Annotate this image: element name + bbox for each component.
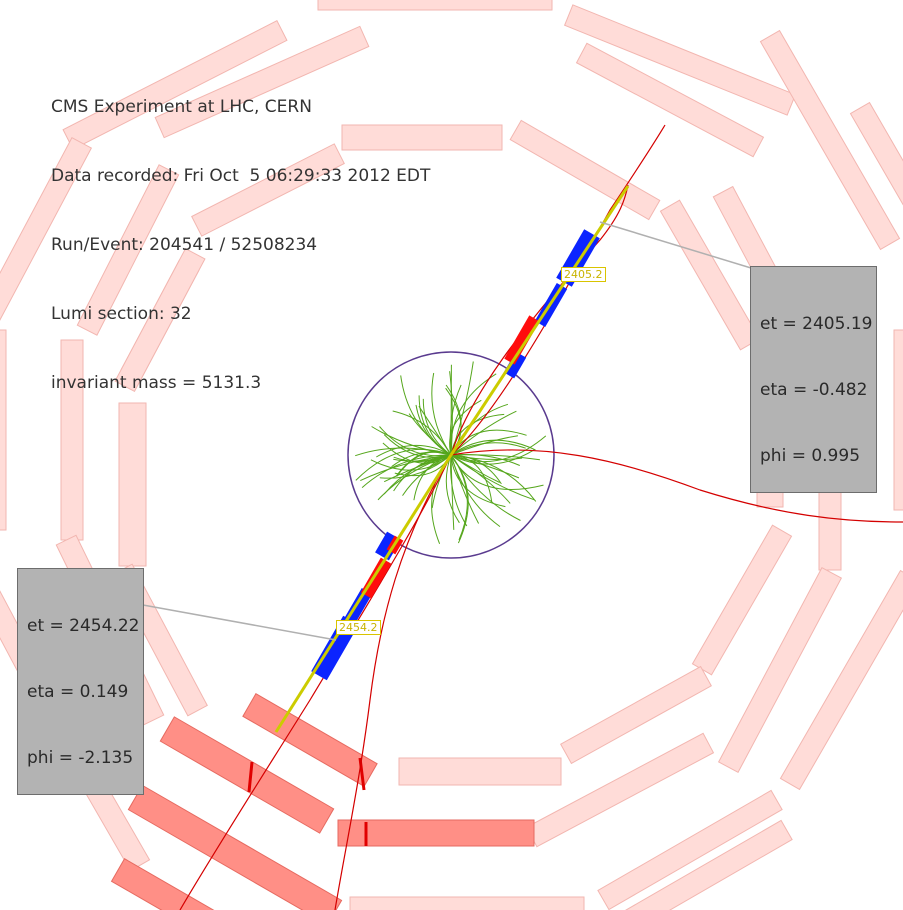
tracker-track <box>402 454 452 496</box>
tracker-track <box>360 454 452 482</box>
tracker-track <box>422 398 452 456</box>
jet-phi: phi = 0.995 <box>760 446 861 466</box>
muon-chamber <box>563 4 797 116</box>
muon-chamber <box>317 0 553 11</box>
muon-chamber-hit <box>159 716 335 834</box>
ecal-tower <box>504 315 540 365</box>
muon-chamber <box>76 164 180 336</box>
tracker-track <box>450 454 506 508</box>
leader-line <box>599 221 752 269</box>
tracker-track <box>450 454 455 530</box>
tracker-track <box>376 444 452 458</box>
muon-chamber <box>509 119 661 221</box>
muon-chamber <box>893 329 903 511</box>
muon-chamber-hit <box>127 784 343 910</box>
data-recorded: Data recorded: Fri Oct 5 06:29:33 2012 E… <box>51 166 431 186</box>
event-info: CMS Experiment at LHC, CERN Data recorde… <box>51 50 430 418</box>
muon-chamber <box>575 42 765 158</box>
tracker-track <box>450 454 502 485</box>
muon-chamber <box>0 329 7 531</box>
tracker-track <box>450 454 468 527</box>
tracker-track <box>449 371 453 456</box>
muon-track <box>450 449 903 523</box>
muon-chamber <box>0 137 93 343</box>
muon-chamber <box>341 124 503 151</box>
jet-eta: eta = -0.482 <box>760 380 868 400</box>
muon-segment <box>247 761 254 793</box>
muon-chamber <box>118 402 147 567</box>
tracker-track <box>450 435 518 456</box>
invariant-mass: invariant mass = 5131.3 <box>51 373 262 393</box>
muon-chamber <box>717 567 843 773</box>
muon-chamber <box>349 896 585 910</box>
tracker-track <box>450 454 511 504</box>
jet-axis <box>274 454 453 733</box>
tracker-tracks <box>355 361 547 544</box>
leader-lines <box>142 221 752 641</box>
tracker-track <box>445 454 460 524</box>
muon-track <box>334 454 452 910</box>
hcal-tower <box>503 351 527 379</box>
leader-line <box>142 604 337 641</box>
run-event: Run/Event: 204541 / 52508234 <box>51 235 318 255</box>
muon-chamber <box>779 569 903 791</box>
muon-chamber-hit <box>337 819 535 847</box>
tracker-track <box>396 451 452 477</box>
tracker-track <box>431 372 452 456</box>
jet-axis <box>449 185 630 456</box>
muon-chamber <box>525 732 715 848</box>
jet-phi: phi = -2.135 <box>27 748 134 768</box>
muon-chamber <box>759 29 901 251</box>
jet-et-tag: 2405.2 <box>561 267 606 282</box>
lumi-section: Lumi section: 32 <box>51 304 192 324</box>
tracker-track <box>450 449 535 465</box>
jet-et: et = 2454.22 <box>27 616 140 636</box>
muon-chamber <box>114 247 206 393</box>
jet-axes <box>274 185 630 733</box>
muon-chamber <box>154 25 370 139</box>
muon-tracks <box>179 124 903 910</box>
tracker-track <box>450 442 526 456</box>
muon-chamber <box>62 20 288 150</box>
tracker-track <box>450 454 540 461</box>
muon-chamber <box>849 101 903 219</box>
tracker-track <box>450 454 521 521</box>
tracker-track <box>379 454 452 479</box>
tracker-track <box>450 454 501 528</box>
muon-chamber-hit <box>110 858 230 910</box>
jet-info-box: et = 2454.22 eta = 0.149 phi = -2.135 <box>17 568 144 795</box>
muon-chamber <box>560 665 712 765</box>
jet-info-box: et = 2405.19 eta = -0.482 phi = 0.995 <box>750 266 877 493</box>
tracker-track <box>371 426 452 456</box>
tracker-track <box>383 454 452 495</box>
experiment-title: CMS Experiment at LHC, CERN <box>51 97 312 117</box>
muon-chamber-hit <box>242 693 378 787</box>
tracker-track <box>450 454 520 479</box>
jet-eta: eta = 0.149 <box>27 682 129 702</box>
jet-et: et = 2405.19 <box>760 314 873 334</box>
muon-chamber <box>597 789 783 910</box>
muon-chamber <box>191 143 345 237</box>
jet-et-tag: 2454.2 <box>336 620 381 635</box>
muon-chamber <box>398 757 562 786</box>
tracker-track <box>450 454 535 501</box>
tracker-track <box>361 454 452 488</box>
muon-chambers-hit <box>110 693 535 910</box>
tracker-track <box>450 439 536 456</box>
